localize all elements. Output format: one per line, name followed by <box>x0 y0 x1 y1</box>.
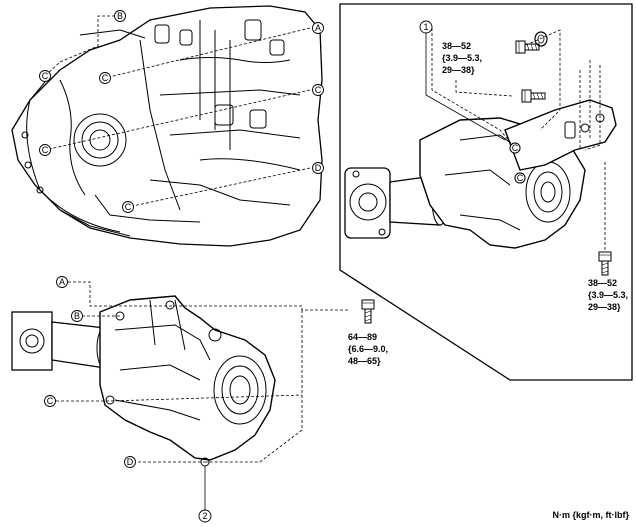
torque-value-kgf: {3.9—5.3, <box>442 53 482 63</box>
reference-lines <box>44 15 606 463</box>
torque-spec-mount: 64—89 {6.6—9.0, 48—65} <box>348 332 388 366</box>
callout-leaders <box>204 33 506 510</box>
reference-marker-c: C <box>312 84 324 96</box>
washer-icon <box>534 31 548 47</box>
bolt-icon <box>361 299 375 324</box>
reference-marker-a: A <box>312 22 324 34</box>
reference-marker-b: B <box>114 10 126 22</box>
bolt-icon <box>598 251 612 276</box>
units-note: N·m {kgf·m, ft·lbf} <box>553 510 630 520</box>
torque-value: 64—89 <box>348 332 377 342</box>
reference-letter: C <box>47 396 54 406</box>
inset-frame <box>339 3 633 381</box>
reference-letter: C <box>512 143 519 153</box>
reference-marker-c: C <box>39 70 51 82</box>
torque-value-ftlbf: 48—65} <box>348 356 381 366</box>
transaxle-case <box>11 5 323 247</box>
part-number: 1 <box>423 22 428 32</box>
torque-value-ftlbf: 29—38} <box>588 302 621 312</box>
reference-marker-b: B <box>71 310 83 322</box>
reference-marker-c: C <box>514 172 526 184</box>
reference-letter: D <box>127 457 134 467</box>
torque-value: 38—52 <box>588 278 617 288</box>
reference-letter: C <box>315 85 322 95</box>
part-number: 2 <box>202 511 207 521</box>
torque-spec-right: 38—52 {3.9—5.3, 29—38} <box>588 278 628 312</box>
torque-value-kgf: {3.9—5.3, <box>588 290 628 300</box>
part-callout-1: 1 <box>419 20 433 34</box>
reference-letter: C <box>125 202 132 212</box>
torque-value-ftlbf: 29—38} <box>442 65 475 75</box>
reference-marker-d: D <box>124 456 136 468</box>
reference-marker-c: C <box>99 72 111 84</box>
reference-marker-c: C <box>39 144 51 156</box>
torque-value-kgf: {6.6—9.0, <box>348 344 388 354</box>
reference-letter: C <box>42 145 49 155</box>
reference-letter: D <box>315 163 322 173</box>
transfer-unit-inset <box>344 99 617 249</box>
reference-letter: A <box>59 277 65 287</box>
torque-value: 38—52 <box>442 41 471 51</box>
reference-marker-a: A <box>56 276 68 288</box>
reference-marker-c: C <box>122 201 134 213</box>
torque-spec-upper: 38—52 {3.9—5.3, 29—38} <box>442 41 482 75</box>
reference-marker-c: C <box>44 395 56 407</box>
reference-marker-d: D <box>312 162 324 174</box>
reference-letter: B <box>74 311 80 321</box>
reference-letter: A <box>315 23 321 33</box>
reference-marker-c: C <box>509 142 521 154</box>
part-callout-2: 2 <box>198 509 212 523</box>
transfer-unit-lower <box>11 295 276 467</box>
reference-letter: C <box>102 73 109 83</box>
bolt-icon <box>521 89 546 103</box>
reference-letter: B <box>117 11 123 21</box>
reference-letter: C <box>517 173 524 183</box>
reference-letter: C <box>42 71 49 81</box>
